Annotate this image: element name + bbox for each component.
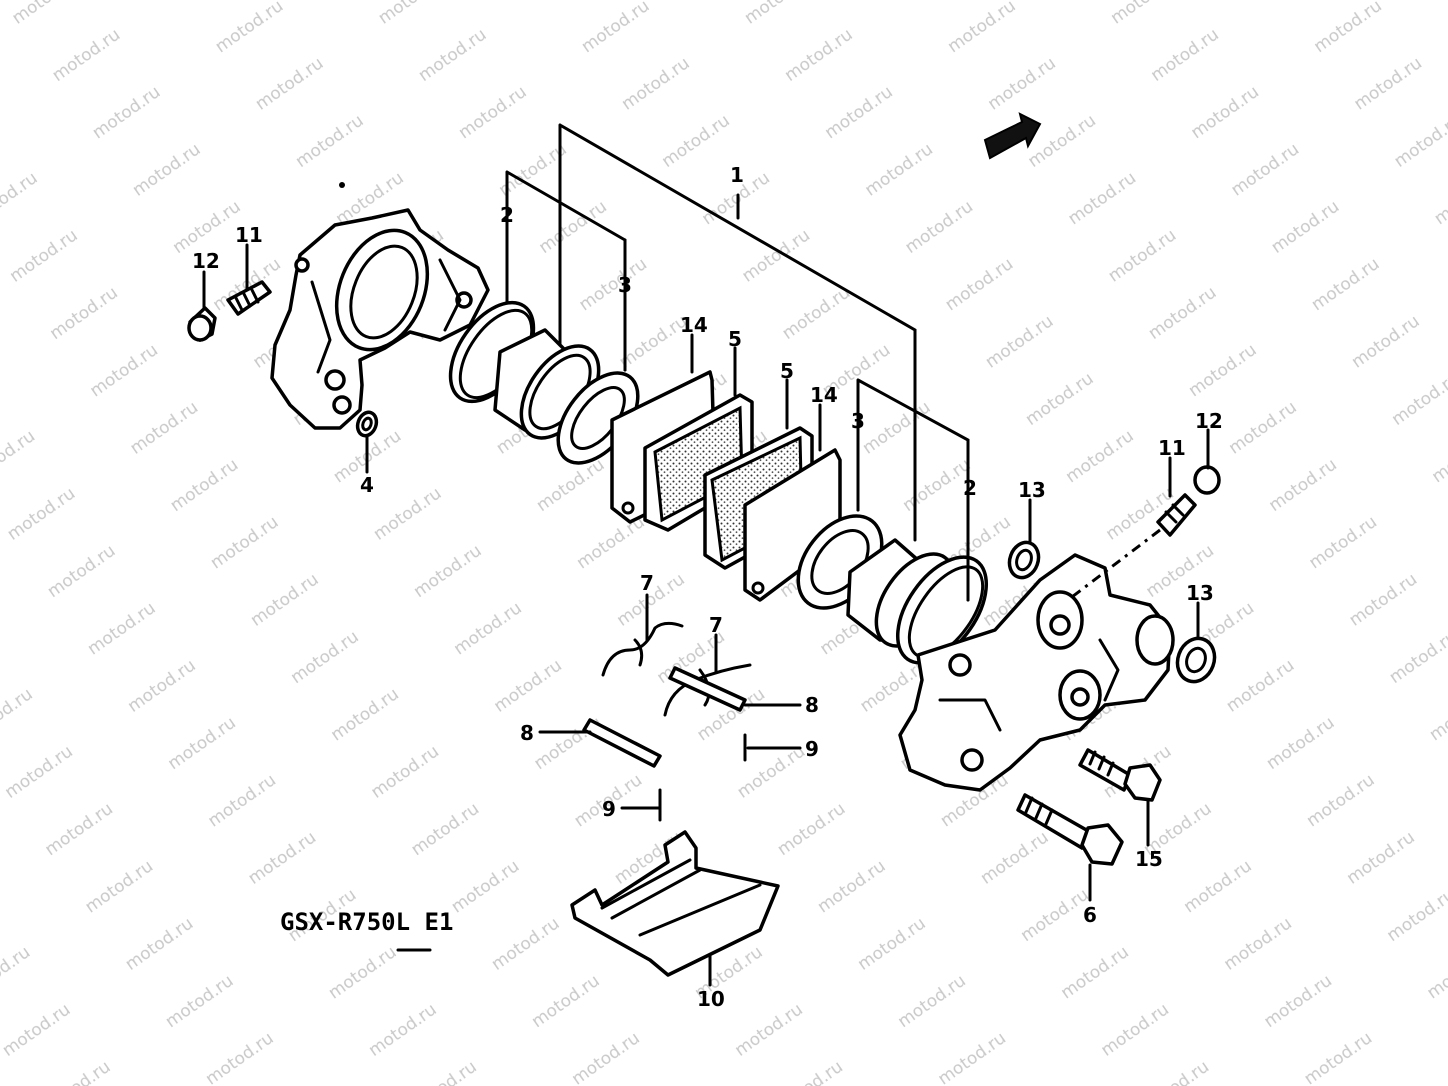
callout-2-right: 2 <box>963 476 977 500</box>
callout-14-left: 14 <box>680 313 708 337</box>
part-12-cap-right <box>1193 465 1221 495</box>
callout-7-right: 7 <box>709 613 723 637</box>
callout-3-right: 3 <box>851 409 865 433</box>
callout-8-left: 8 <box>520 721 534 745</box>
callout-11-left: 11 <box>235 223 263 247</box>
callout-labels: 1 2 2 3 3 4 5 5 6 7 7 8 8 9 9 10 11 11 1… <box>192 163 1223 1011</box>
callout-5-left: 5 <box>728 327 742 351</box>
arrow-right-icon <box>983 112 1042 160</box>
part-4-bushing <box>355 410 379 438</box>
part-13-ring-right <box>1175 636 1217 684</box>
callout-3-left: 3 <box>618 273 632 297</box>
callout-5-right: 5 <box>780 359 794 383</box>
callout-12-right: 12 <box>1195 409 1223 433</box>
part-11-bleeder-right <box>1156 493 1197 537</box>
callout-10: 10 <box>697 987 725 1011</box>
callout-8-right: 8 <box>805 693 819 717</box>
part-10-pad-spring <box>570 830 780 977</box>
callout-4: 4 <box>360 473 374 497</box>
part-15-bolt <box>1078 748 1162 802</box>
part-2-seal-right <box>895 555 989 665</box>
part-13-ring-top <box>1007 540 1041 580</box>
model-label: GSX-R750L E1 <box>280 908 453 936</box>
part-3-piston-left <box>493 328 601 440</box>
callout-13-right: 13 <box>1186 581 1214 605</box>
callout-7-left: 7 <box>640 571 654 595</box>
callout-9-left: 9 <box>602 797 616 821</box>
leader-lines <box>202 123 1210 987</box>
part-7-spring-left <box>601 621 684 677</box>
callout-9-right: 9 <box>805 737 819 761</box>
part-6-bolt <box>1016 793 1124 866</box>
caliper-left-half <box>270 208 490 430</box>
callout-11-right: 11 <box>1158 436 1186 460</box>
callout-6: 6 <box>1083 903 1097 927</box>
callout-13-top: 13 <box>1018 478 1046 502</box>
callout-14-right: 14 <box>810 383 838 407</box>
callout-2-left: 2 <box>500 203 514 227</box>
callout-15: 15 <box>1135 847 1163 871</box>
part-11-bleeder-left <box>226 280 272 316</box>
part-8-pin-left <box>582 718 662 768</box>
callout-12-left: 12 <box>192 249 220 273</box>
part-5-pad-left <box>643 393 754 532</box>
part-12-cap-left <box>187 306 217 342</box>
caliper-right-half <box>898 553 1175 792</box>
callout-1: 1 <box>730 163 744 187</box>
part-8-pin-right <box>668 666 747 712</box>
